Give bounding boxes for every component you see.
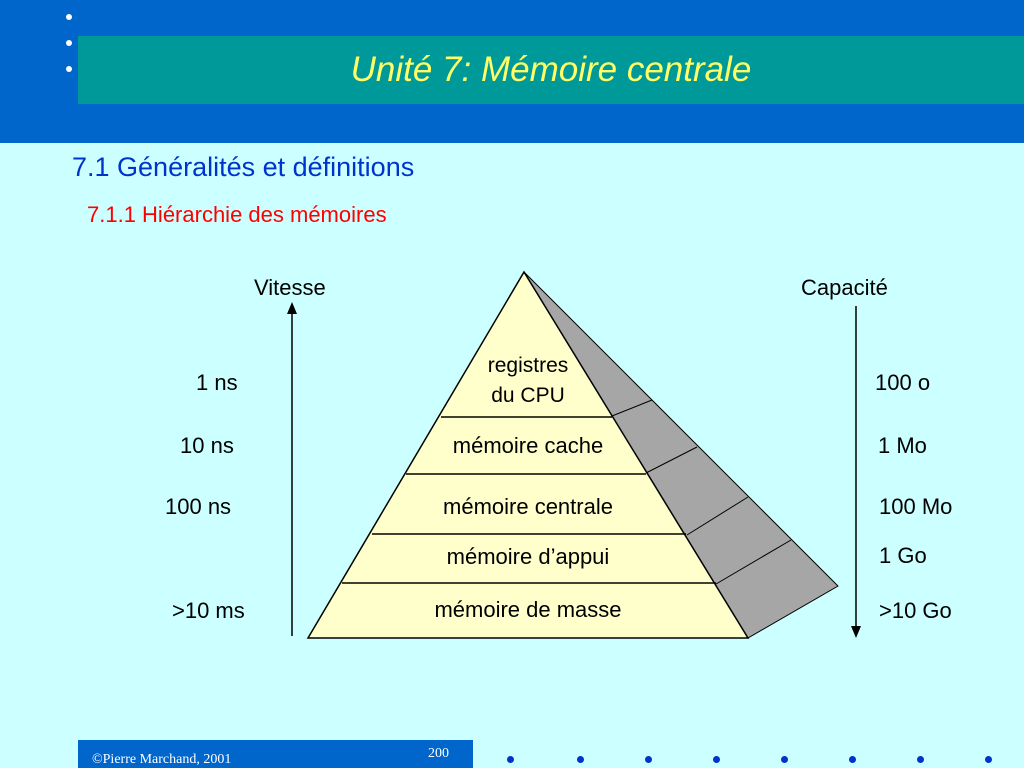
- speed-value: 100 ns: [165, 494, 232, 519]
- footer-dot: [507, 756, 514, 763]
- side-band-line: [611, 399, 653, 417]
- capacity-axis-label: Capacité: [801, 275, 888, 300]
- speed-value: 10 ns: [180, 433, 234, 458]
- subsection-heading: 7.1.1 Hiérarchie des mémoires: [87, 202, 387, 227]
- level-main-memory: mémoire centrale: [443, 494, 613, 519]
- speed-value: 1 ns: [196, 370, 238, 395]
- slide-title: Unité 7: Mémoire centrale: [350, 50, 752, 89]
- footer-dot: [577, 756, 584, 763]
- level-mass-storage: mémoire de masse: [434, 597, 622, 622]
- capacity-value: 1 Go: [879, 543, 927, 568]
- footer-dot: [849, 756, 856, 763]
- speed-value: >10 ms: [172, 598, 245, 623]
- footer-dot: [645, 756, 652, 763]
- side-band-line: [715, 539, 792, 585]
- footer-dot: [713, 756, 720, 763]
- footer-dot: [985, 756, 992, 763]
- footer-dot: [917, 756, 924, 763]
- capacity-value: >10 Go: [879, 598, 952, 623]
- capacity-value: 100 o: [875, 370, 931, 395]
- page-number: 200: [428, 746, 449, 761]
- footer-dot: [781, 756, 788, 763]
- level-backing-memory: mémoire d’appui: [446, 544, 610, 569]
- capacity-arrow-head-icon: [851, 626, 861, 638]
- section-heading: 7.1 Généralités et définitions: [72, 152, 415, 182]
- level-registers-line1: registres: [487, 354, 569, 377]
- capacity-value: 100 Mo: [879, 494, 953, 519]
- copyright: ©Pierre Marchand, 2001: [92, 752, 232, 767]
- speed-arrow-head-icon: [287, 302, 297, 314]
- speed-axis-label: Vitesse: [254, 275, 326, 300]
- capacity-value: 1 Mo: [878, 433, 927, 458]
- side-band-line: [645, 446, 698, 474]
- footer-bar: [78, 740, 473, 768]
- pyramid-front-face: [306, 270, 750, 639]
- side-band-line: [686, 496, 749, 536]
- header-bullet-dot: [66, 14, 72, 20]
- header-bullet-dot: [66, 40, 72, 46]
- level-cache: mémoire cache: [452, 433, 604, 458]
- header-bullet-dot: [66, 66, 72, 72]
- level-registers-line2: du CPU: [491, 384, 565, 407]
- title-box: [78, 36, 1024, 104]
